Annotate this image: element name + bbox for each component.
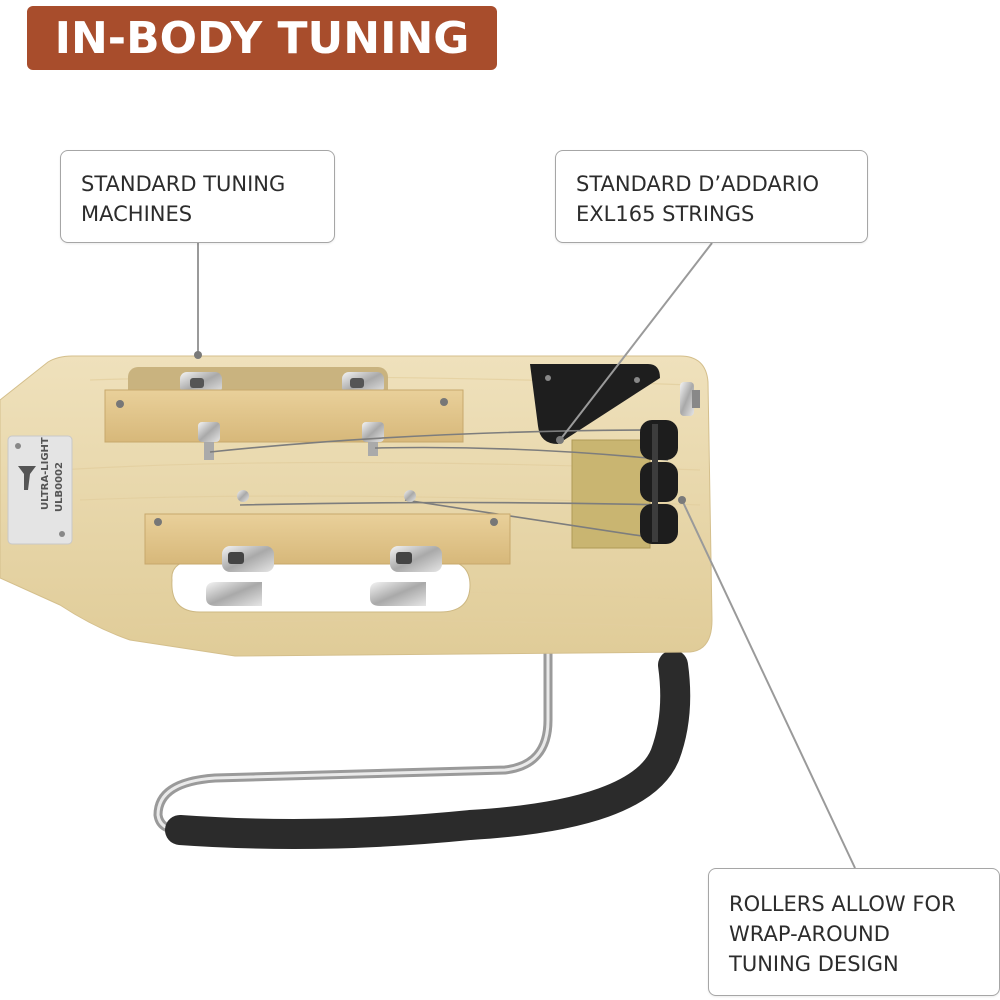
callout-leaders	[197, 242, 856, 869]
callout-rollers: ROLLERS ALLOW FOR WRAP-AROUND TUNING DES…	[708, 868, 1000, 996]
lower-tuner-block	[144, 513, 511, 565]
page-title: IN-BODY TUNING	[54, 12, 470, 64]
callout-line: TUNING DESIGN	[729, 952, 899, 976]
tuning-posts-upper	[198, 422, 384, 460]
plate-model: ULB0002	[54, 462, 65, 512]
callout-line: EXL165 STRINGS	[576, 202, 755, 226]
plate-brand: ULTRA-LIGHT	[40, 437, 51, 510]
callout-line: ROLLERS ALLOW FOR	[729, 892, 956, 916]
leader-dots	[194, 351, 686, 504]
callout-tuning-machines: STANDARD TUNING MACHINES	[60, 150, 335, 243]
jack-plate	[530, 364, 660, 444]
callout-strings: STANDARD D’ADDARIO EXL165 STRINGS	[555, 150, 868, 243]
foam-grip	[165, 650, 691, 849]
tuning-machine-upper	[180, 372, 384, 394]
nameplate	[7, 435, 73, 545]
string-mute-felt	[571, 439, 651, 549]
title-banner: IN-BODY TUNING	[27, 6, 497, 70]
callout-line: STANDARD D’ADDARIO	[576, 172, 820, 196]
callout-line: STANDARD TUNING	[81, 172, 286, 196]
strings	[209, 429, 669, 541]
rollers	[640, 420, 678, 544]
callout-line: MACHINES	[81, 202, 193, 226]
callout-line: WRAP-AROUND	[729, 922, 890, 946]
tuning-machine-lower	[206, 546, 442, 606]
output-jack	[680, 382, 700, 416]
upper-tuner-block	[104, 389, 464, 443]
